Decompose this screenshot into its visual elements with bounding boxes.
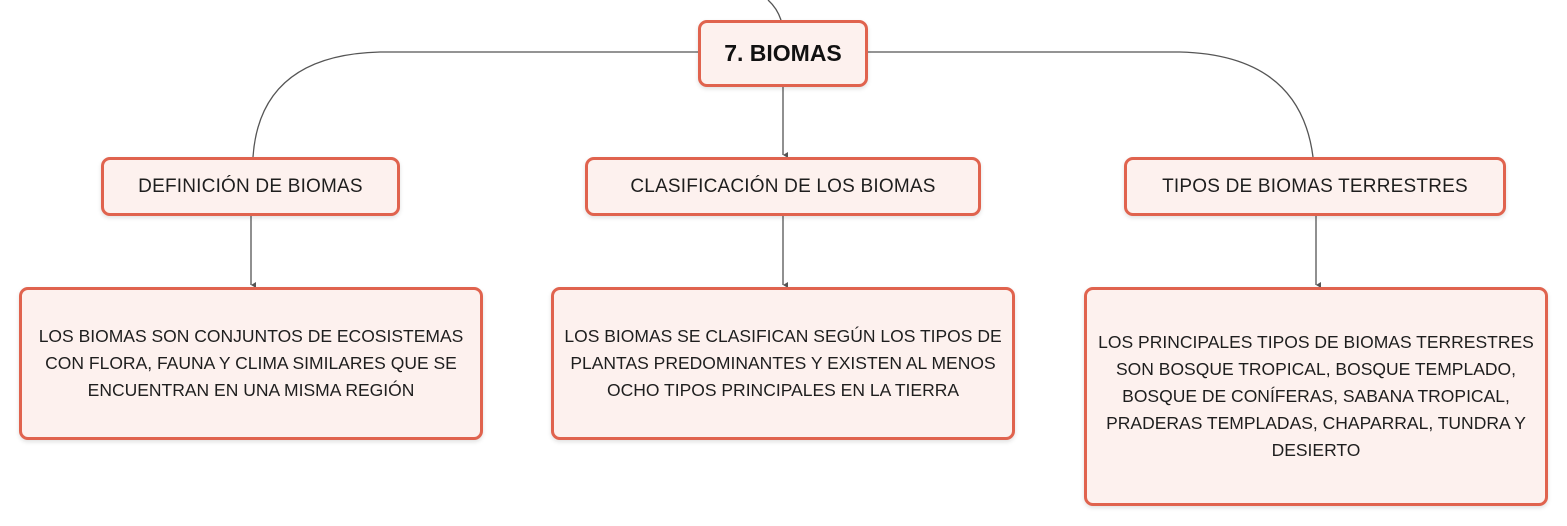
detail-node-text: LOS BIOMAS SON CONJUNTOS DE ECOSISTEMAS …: [38, 326, 464, 400]
topic-node-tipos[interactable]: TIPOS DE BIOMAS TERRESTRES: [1124, 157, 1506, 216]
detail-node-text: LOS PRINCIPALES TIPOS DE BIOMAS TERRESTR…: [1098, 332, 1534, 460]
root-node-biomas[interactable]: 7. BIOMAS: [698, 20, 868, 87]
topic-node-definicion[interactable]: DEFINICIÓN DE BIOMAS: [101, 157, 400, 216]
connector-root-to-definicion: [252, 51, 698, 158]
detail-node-clasificacion[interactable]: LOS BIOMAS SE CLASIFICAN SEGÚN LOS TIPOS…: [551, 287, 1015, 440]
detail-node-definicion[interactable]: LOS BIOMAS SON CONJUNTOS DE ECOSISTEMAS …: [19, 287, 483, 440]
connector-root-to-tipos: [868, 51, 1314, 158]
topic-node-clasificacion[interactable]: CLASIFICACIÓN DE LOS BIOMAS: [585, 157, 981, 216]
topic-node-label: CLASIFICACIÓN DE LOS BIOMAS: [630, 175, 936, 197]
topic-node-label: TIPOS DE BIOMAS TERRESTRES: [1162, 175, 1468, 197]
detail-node-text: LOS BIOMAS SE CLASIFICAN SEGÚN LOS TIPOS…: [564, 326, 1002, 400]
detail-node-tipos[interactable]: LOS PRINCIPALES TIPOS DE BIOMAS TERRESTR…: [1084, 287, 1548, 506]
topic-node-label: DEFINICIÓN DE BIOMAS: [138, 175, 363, 197]
incoming-parent-connector: [767, 0, 782, 21]
root-node-label: 7. BIOMAS: [724, 40, 842, 66]
